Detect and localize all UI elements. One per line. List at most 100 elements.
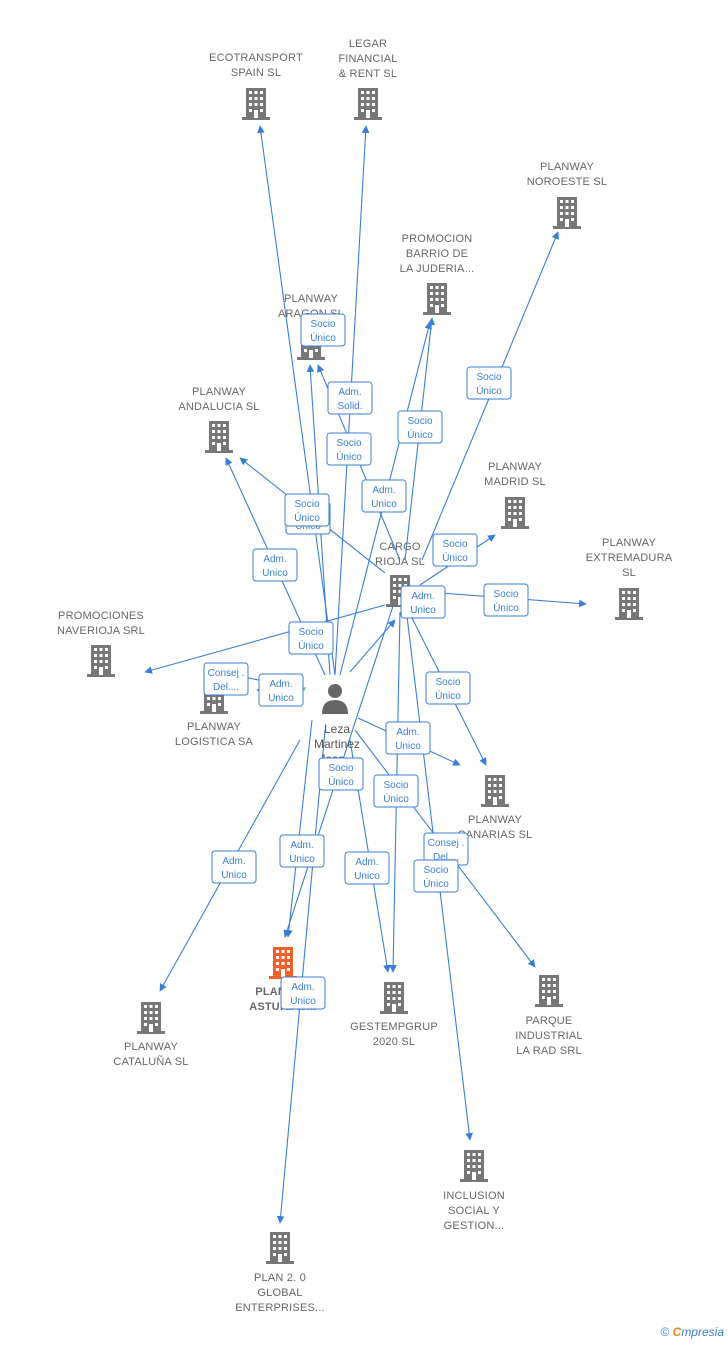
building-icon: [242, 88, 270, 120]
building-icon: [423, 283, 451, 315]
company-name-line: PLANWAY: [468, 814, 522, 826]
edge-label-center-to-cataluna[interactable]: Adm.Unico: [211, 850, 257, 884]
company-name-line: SOCIAL Y: [448, 1205, 500, 1217]
edge-label-text: Consej .: [428, 838, 465, 849]
company-name-line: LEGAR: [349, 38, 387, 50]
edge-label-text: Socio: [493, 589, 518, 600]
edge-label-text: Unico: [354, 871, 380, 882]
company-name-line: GESTION...: [444, 1220, 505, 1232]
edge-label-text: Único: [423, 877, 449, 890]
person-node-center[interactable]: LezaMartinezJose...: [314, 684, 360, 766]
edge-label-text: Unico: [289, 854, 315, 865]
edge-label-text: Adm.: [291, 982, 314, 993]
building-icon: [553, 197, 581, 229]
edge-label-text: Socio: [298, 627, 323, 638]
brand-logo-text: mpresia: [681, 1325, 724, 1339]
company-name-line: ECOTRANSPORT: [209, 52, 303, 64]
edge-label-center-to-andalucia[interactable]: Adm.Unico: [252, 548, 298, 582]
building-icon: [481, 775, 509, 807]
edge-label-center-to-canarias[interactable]: Adm.Unico: [385, 721, 431, 755]
company-node-canarias[interactable]: PLANWAY CANARIAS SL: [458, 775, 533, 841]
company-name-line: PLANWAY: [187, 721, 241, 733]
company-node-plan20[interactable]: PLAN 2. 0 GLOBAL ENTERPRISES...: [235, 1232, 325, 1314]
building-icon: [137, 1002, 165, 1034]
company-name-line: PLAN 2. 0: [254, 1272, 306, 1284]
person-name-line: Martinez: [314, 737, 360, 751]
edge-label-text: Adm.: [290, 840, 313, 851]
building-icon: [501, 497, 529, 529]
edge-label-text: Socio: [476, 372, 501, 383]
edge-label-center-to-hub[interactable]: Adm.Unico: [400, 585, 446, 619]
edge-label-text: Único: [407, 428, 433, 441]
edge-label-center-to-larad[interactable]: Consej .Del....: [423, 832, 469, 866]
edge-label-text: Unico: [371, 499, 397, 510]
edge-center-to-asturias: [284, 719, 313, 938]
edge-label-text: Único: [294, 511, 320, 524]
company-node-legar[interactable]: LEGAR FINANCIAL & RENT SL: [338, 38, 397, 120]
building-icon: [460, 1150, 488, 1182]
edge-label-text: Único: [298, 639, 324, 652]
company-name-line: SL: [622, 567, 636, 579]
edge-label-center-to-logistica[interactable]: Adm.Unico: [258, 673, 304, 707]
edge-label-text: Socio: [310, 319, 335, 330]
company-name-line: MADRID SL: [484, 476, 546, 488]
edge-label-text: Único: [493, 601, 519, 614]
company-name-line: CATALUÑA SL: [113, 1055, 188, 1068]
edge-label-text: Único: [383, 792, 409, 805]
brand-logo-initial: C: [672, 1325, 682, 1339]
edge-label-center-to-plan20[interactable]: Adm. Unico: [280, 976, 326, 1010]
company-name-line: FINANCIAL: [338, 53, 397, 65]
company-name-line: & RENT SL: [339, 68, 397, 80]
edge-label-text: Adm.: [372, 485, 395, 496]
edge-label-center-to-naverioja[interactable]: Consej .Del....: [203, 662, 249, 696]
company-name-line: BARRIO DE: [406, 248, 468, 260]
edge-label-center-to-judeteria[interactable]: Adm. Unico: [361, 479, 407, 513]
edge-label-text: Único: [442, 551, 468, 564]
company-name-line: LA JUDERIA...: [400, 263, 475, 275]
edge-label-text: Unico: [290, 996, 316, 1007]
building-icon: [615, 588, 643, 620]
edge-label-center-to-ecotransport[interactable]: Adm. Solid.: [327, 381, 373, 415]
company-name-line: INDUSTRIAL: [515, 1030, 582, 1042]
company-name-line: PARQUE: [526, 1015, 573, 1027]
edge-label-center-to-gestemp[interactable]: Adm.Unico: [344, 851, 390, 885]
edge-label-text: Adm.: [338, 387, 361, 398]
edge-label-text: Único: [336, 450, 362, 463]
edge-label-center-to-asturias[interactable]: Adm. Unico: [279, 834, 325, 868]
edge-label-text: Adm.: [411, 591, 434, 602]
company-name-line: CANARIAS SL: [458, 829, 533, 841]
edge-label-text: Socio: [442, 539, 467, 550]
company-name-line: ENTERPRISES...: [235, 1302, 325, 1314]
company-name-line: GLOBAL: [257, 1287, 302, 1299]
edge-label-text: Adm.: [263, 554, 286, 565]
edge-label-text: Consej .: [208, 668, 245, 679]
company-name-line: PLANWAY: [284, 293, 338, 305]
edge-label-text: Solid.: [337, 401, 362, 412]
